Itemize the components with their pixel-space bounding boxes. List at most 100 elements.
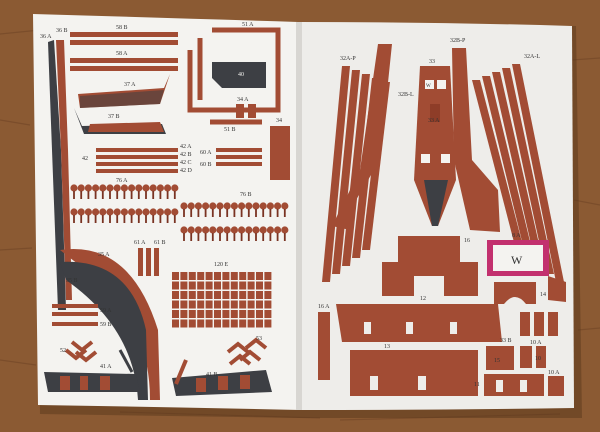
pin-stem [73, 191, 75, 199]
grid-piece [188, 300, 196, 309]
grid-piece [180, 272, 188, 280]
part-41b [172, 359, 272, 396]
grid-piece [172, 319, 179, 328]
label-32b-p: 32B-P [450, 38, 466, 44]
label-61a: 61 A [134, 240, 146, 246]
label-16a: 16 A [318, 304, 330, 310]
label-76b: 76 B [240, 192, 252, 198]
pin-stem [109, 215, 111, 223]
label-12: 12 [420, 296, 426, 302]
part-40 [212, 62, 266, 88]
pin-stem [233, 233, 236, 241]
part-13 [350, 350, 478, 396]
grid-piece [205, 319, 213, 328]
pin-head [171, 208, 179, 216]
pin-stem [219, 233, 221, 241]
pin-stem [276, 233, 279, 241]
grid-piece [222, 272, 230, 280]
label-42d: 42 D [180, 168, 193, 174]
label-34a: 34 A [237, 97, 249, 103]
pin-stem [159, 215, 162, 223]
plank-strip [482, 76, 534, 258]
grid-piece [222, 291, 230, 299]
pin-head [171, 184, 179, 192]
pin-head [113, 184, 121, 192]
pin-stem [247, 233, 250, 241]
pin-stem [197, 209, 200, 217]
label-34: 34 [276, 118, 282, 124]
part-14-side [548, 276, 566, 302]
pin-head [156, 208, 164, 216]
label-51a: 51 A [242, 22, 254, 28]
pin-head [209, 202, 217, 210]
pin-head [252, 226, 260, 234]
pin-stem [269, 209, 272, 217]
grid-piece [256, 272, 263, 280]
grid-piece [222, 310, 230, 318]
grid-piece [197, 281, 205, 290]
grid-piece [214, 300, 221, 309]
pin-stem [183, 209, 185, 217]
pin-head [223, 226, 231, 234]
label-14: 14 [540, 292, 546, 298]
label-35a: 35 A [98, 252, 110, 258]
pin-head [70, 184, 78, 192]
part-76-pins [70, 184, 289, 241]
pin-head [252, 202, 260, 210]
part-60 [216, 148, 262, 166]
grid-piece [180, 300, 188, 309]
grid-piece [239, 281, 247, 290]
pin-stem [130, 215, 133, 223]
pin-stem [173, 215, 176, 223]
label-61b: 61 B [154, 240, 166, 246]
part-32b-l [332, 44, 392, 230]
pin-stem [233, 209, 236, 217]
grid-piece [222, 319, 230, 328]
label-52: 52 [60, 348, 66, 354]
pin-stem [109, 191, 111, 199]
grid-piece [230, 310, 238, 318]
grid-piece [197, 319, 205, 328]
pin-head [180, 202, 188, 210]
pin-stem [73, 215, 75, 223]
label-11: 11 [474, 382, 480, 388]
grid-piece [172, 272, 179, 280]
part-16a [318, 312, 330, 380]
part-33-deck [414, 66, 456, 226]
pin-stem [152, 191, 155, 199]
grid-piece [247, 291, 255, 299]
pin-head [209, 226, 217, 234]
label-42: 42 [82, 156, 88, 162]
part-15 [486, 346, 514, 370]
label-76a: 76 A [116, 178, 128, 184]
pin-head [135, 208, 143, 216]
grid-piece [222, 300, 230, 309]
pin-stem [240, 209, 243, 217]
pin-stem [240, 233, 243, 241]
part-33b [520, 312, 558, 336]
grid-piece [256, 310, 263, 318]
pin-head [245, 202, 253, 210]
grid-piece [172, 310, 179, 318]
label-10a-2: 10 A [548, 370, 560, 376]
pin-head [164, 184, 172, 192]
grid-piece [256, 300, 263, 309]
pin-stem [152, 215, 155, 223]
pin-stem [80, 215, 83, 223]
label-32a-p: 32A-P [340, 56, 356, 62]
grid-piece [230, 272, 238, 280]
pin-head [187, 226, 195, 234]
pin-stem [262, 209, 265, 217]
label-33b: 33 B [500, 338, 512, 344]
label-41a: 41 A [100, 364, 112, 370]
pin-head [238, 202, 246, 210]
grid-piece [214, 319, 221, 328]
label-41b: 41 B [206, 372, 218, 378]
pin-head [77, 184, 85, 192]
grid-piece [172, 281, 179, 290]
grid-piece [188, 272, 196, 280]
pin-stem [247, 209, 250, 217]
label-42c: 42 C [180, 160, 192, 166]
pin-head [120, 184, 128, 192]
pin-stem [226, 209, 229, 217]
